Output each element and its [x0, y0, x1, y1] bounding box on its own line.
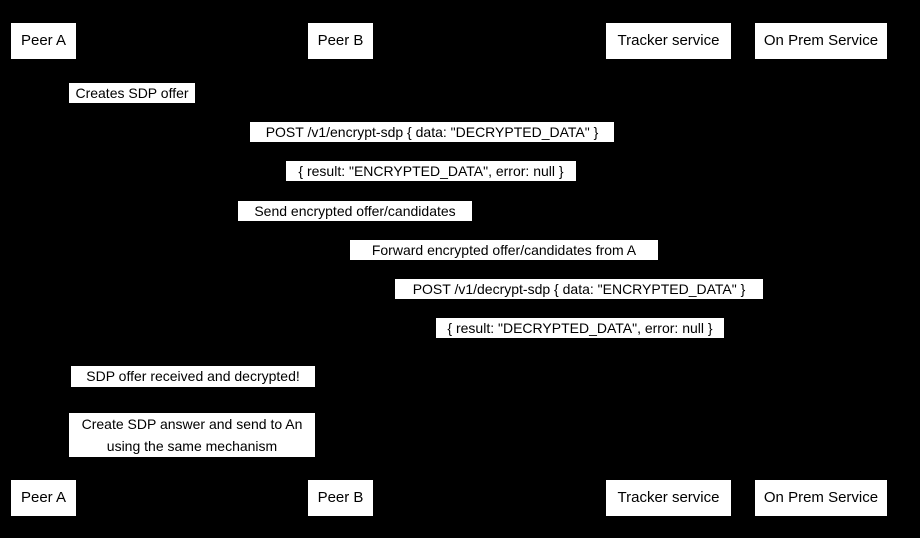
message-label-encrypt-sdp-request: POST /v1/encrypt-sdp { data: "DECRYPTED_…	[249, 121, 615, 143]
arrow-sdp-offer-received	[43, 392, 340, 393]
message-label-encrypt-sdp-response: { result: "ENCRYPTED_DATA", error: null …	[285, 160, 577, 182]
participant-on-prem-footer[interactable]: On Prem Service	[754, 479, 888, 517]
participant-peer-b-header[interactable]: Peer B	[307, 22, 374, 60]
participant-peer-b-footer[interactable]: Peer B	[307, 479, 374, 517]
arrow-encrypt-sdp-response	[43, 186, 821, 187]
message-label-line: using the same mechanism	[106, 438, 278, 454]
lifeline-on-prem	[821, 60, 822, 476]
message-label-line: Create SDP answer and send to An	[81, 416, 303, 432]
message-label-sdp-offer-received: SDP offer received and decrypted!	[70, 365, 316, 388]
arrow-encrypt-sdp-request	[43, 147, 821, 148]
arrow-decrypt-sdp-request	[340, 304, 821, 305]
participant-tracker-header[interactable]: Tracker service	[605, 22, 732, 60]
participant-peer-a-footer[interactable]: Peer A	[10, 479, 77, 517]
arrow-forward-encrypted-offer	[340, 265, 668, 266]
lifeline-peer-a	[43, 60, 44, 476]
participant-on-prem-header[interactable]: On Prem Service	[754, 22, 888, 60]
message-label-decrypt-sdp-response: { result: "DECRYPTED_DATA", error: null …	[435, 317, 725, 339]
message-label-send-encrypted-offer: Send encrypted offer/candidates	[237, 200, 473, 222]
lifeline-tracker	[668, 60, 669, 476]
arrow-send-encrypted-offer	[43, 226, 668, 227]
participant-tracker-footer[interactable]: Tracker service	[605, 479, 732, 517]
message-label-forward-encrypted-offer: Forward encrypted offer/candidates from …	[349, 239, 659, 261]
lifeline-peer-b	[340, 60, 341, 476]
participant-peer-a-header[interactable]: Peer A	[10, 22, 77, 60]
arrow-decrypt-sdp-response	[340, 343, 821, 344]
message-label-decrypt-sdp-request: POST /v1/decrypt-sdp { data: "ENCRYPTED_…	[394, 278, 764, 300]
message-label-creates-sdp-offer: Creates SDP offer	[68, 82, 196, 104]
message-label-create-sdp-answer: Create SDP answer and send to An using th…	[68, 412, 316, 458]
